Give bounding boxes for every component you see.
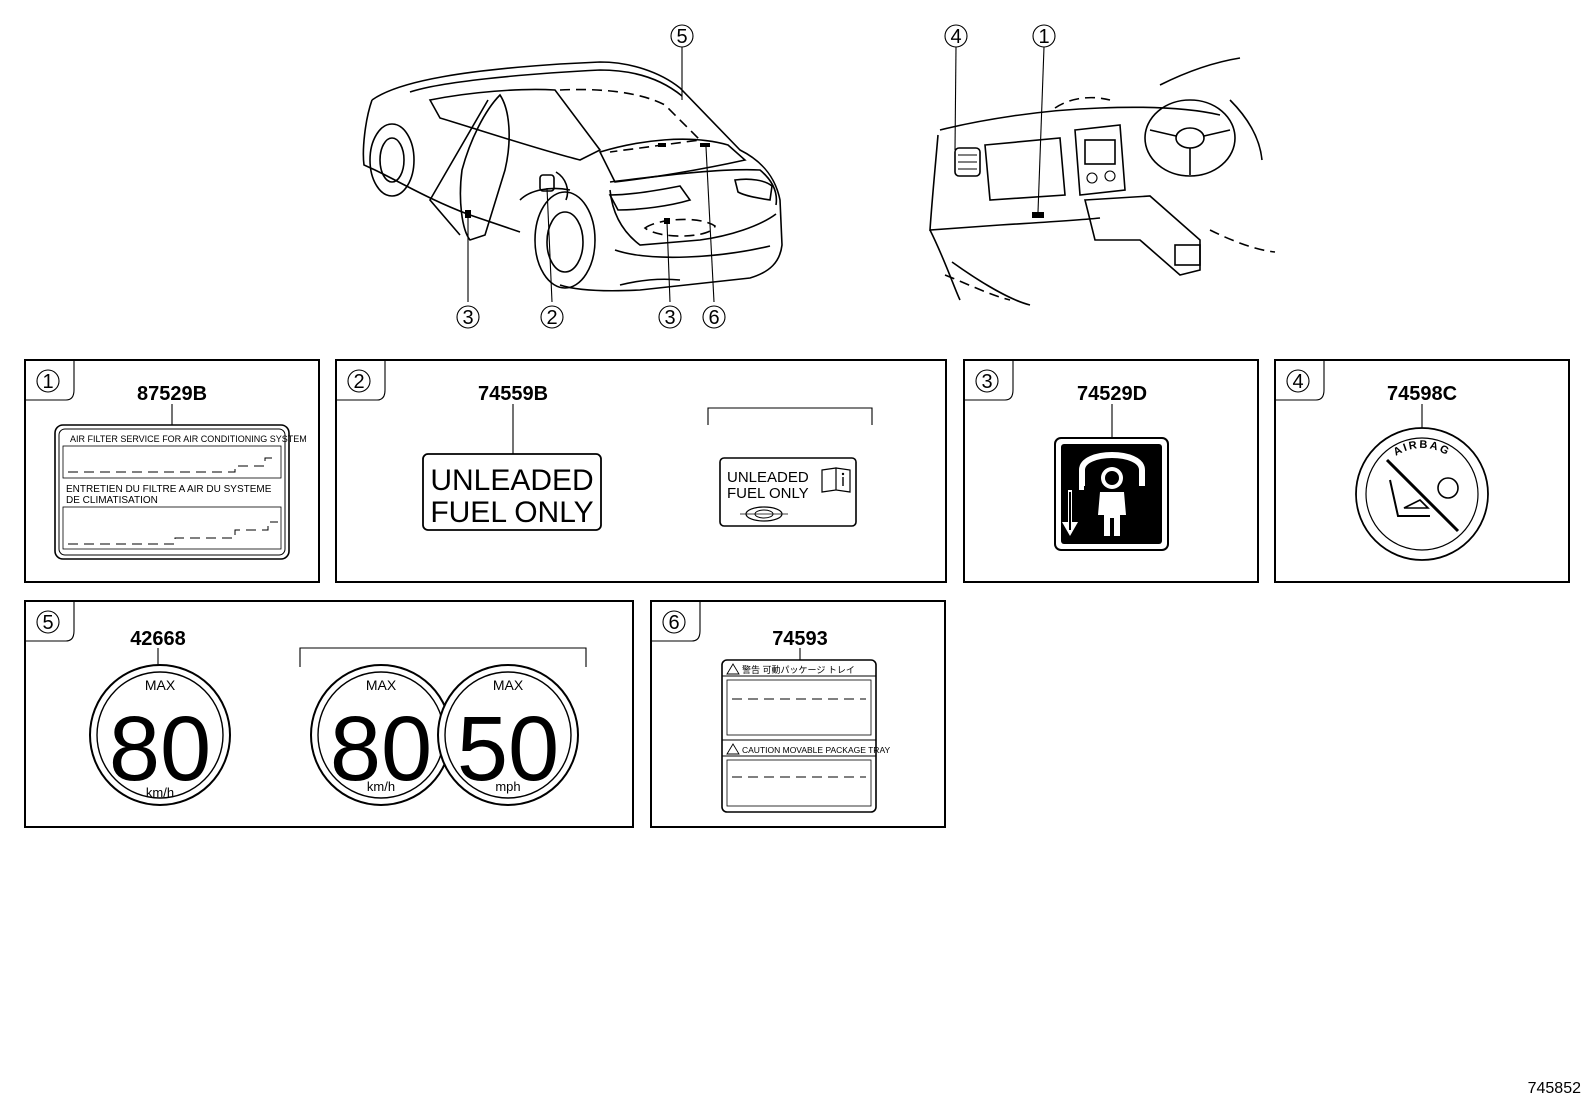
svg-text:警告 可動パッケージ トレイ: 警告 可動パッケージ トレイ: [742, 664, 855, 675]
svg-text:MAX: MAX: [493, 677, 524, 693]
panel-2-index: 2: [353, 371, 364, 393]
panel-3-index: 3: [981, 371, 992, 393]
svg-text:UNLEADED: UNLEADED: [430, 464, 593, 497]
speed-limit-sign-80-kmh: MAX 80 km/h: [89, 664, 231, 806]
panel-5: 5 42668 MAX 80 km/h MAX 80 km/h MAX 50 m…: [24, 600, 634, 828]
panel-6-part-number: 74593: [772, 628, 828, 650]
child-lock-icon: [1054, 437, 1169, 551]
callout-6-trunk: 6: [702, 305, 726, 329]
callout-5-top: 5: [670, 24, 694, 48]
svg-text:mph: mph: [495, 779, 520, 794]
svg-text:km/h: km/h: [146, 785, 174, 800]
panel-6-index: 6: [668, 612, 679, 634]
panel-5-part-number: 42668: [130, 628, 186, 650]
panel-2: 2 74559B UNLEADED FUEL ONLY UNLEADED FUE…: [335, 359, 947, 583]
movable-package-tray-label: 警告 可動パッケージ トレイ CAUTION MOVABLE PACKAGE T…: [721, 659, 890, 813]
svg-text:DE CLIMATISATION: DE CLIMATISATION: [66, 495, 158, 506]
svg-text:4: 4: [950, 26, 961, 48]
panel-3: 3 74529D: [963, 359, 1259, 583]
svg-text:50: 50: [457, 698, 559, 800]
speed-limit-sign-80-kmh-dual: MAX 80 km/h: [310, 664, 452, 806]
callout-4-dash: 4: [944, 24, 968, 48]
svg-text:UNLEADED: UNLEADED: [727, 469, 809, 486]
svg-text:80: 80: [109, 698, 211, 800]
svg-text:km/h: km/h: [367, 779, 395, 794]
airbag-warning-icon: AIRBAG: [1355, 427, 1489, 561]
warning-triangle-icon: [726, 743, 740, 755]
svg-text:6: 6: [708, 307, 719, 329]
svg-text:5: 5: [676, 26, 687, 48]
diagram-id: 745852: [1528, 1080, 1581, 1097]
svg-text:FUEL ONLY: FUEL ONLY: [727, 485, 809, 502]
panel-5-index: 5: [42, 612, 53, 634]
svg-text:AIR FILTER SERVICE FOR AIR CON: AIR FILTER SERVICE FOR AIR CONDITIONING …: [70, 434, 307, 444]
svg-text:FUEL ONLY: FUEL ONLY: [430, 496, 593, 529]
panel-4-index: 4: [1292, 371, 1303, 393]
svg-text:3: 3: [664, 307, 675, 329]
unleaded-fuel-label-large: UNLEADED FUEL ONLY: [422, 453, 602, 531]
dashboard-illustration: [929, 46, 1276, 306]
svg-text:80: 80: [330, 698, 432, 800]
panel-1: 1 87529B AIR FILTER SERVICE FOR AIR COND…: [24, 359, 320, 583]
svg-text:1: 1: [1038, 26, 1049, 48]
car-rear-illustration: [362, 47, 783, 303]
fuel-standard-mark-icon: [740, 506, 788, 522]
panel-2-part-number: 74559B: [478, 383, 548, 405]
speed-limit-sign-50-mph-dual: MAX 50 mph: [437, 664, 579, 806]
panel-1-index: 1: [42, 371, 53, 393]
ac-filter-label: AIR FILTER SERVICE FOR AIR CONDITIONING …: [54, 424, 307, 560]
callout-2-fuel: 2: [540, 305, 564, 329]
svg-text:2: 2: [546, 307, 557, 329]
unleaded-fuel-label-small: UNLEADED FUEL ONLY: [719, 457, 857, 527]
callout-3-trunk: 3: [658, 305, 682, 329]
svg-text:MAX: MAX: [366, 677, 397, 693]
panel-4: 4 74598C AIRBAG: [1274, 359, 1570, 583]
panel-1-part-number: 87529B: [137, 383, 207, 405]
svg-text:CAUTION MOVABLE PACKAGE TRAY: CAUTION MOVABLE PACKAGE TRAY: [742, 745, 890, 755]
svg-text:3: 3: [462, 307, 473, 329]
panel-4-part-number: 74598C: [1387, 383, 1457, 405]
svg-text:MAX: MAX: [145, 677, 176, 693]
warning-triangle-icon: [726, 663, 740, 675]
callout-1-dash: 1: [1032, 24, 1056, 48]
panel-6: 6 74593 警告 可動パッケージ トレイ CAUTION MOVABLE P…: [650, 600, 946, 828]
callout-3-door: 3: [456, 305, 480, 329]
manual-book-icon: [821, 467, 851, 493]
svg-text:ENTRETIEN DU FILTRE A AIR DU S: ENTRETIEN DU FILTRE A AIR DU SYSTEME: [66, 484, 272, 495]
panel-3-part-number: 74529D: [1077, 383, 1147, 405]
